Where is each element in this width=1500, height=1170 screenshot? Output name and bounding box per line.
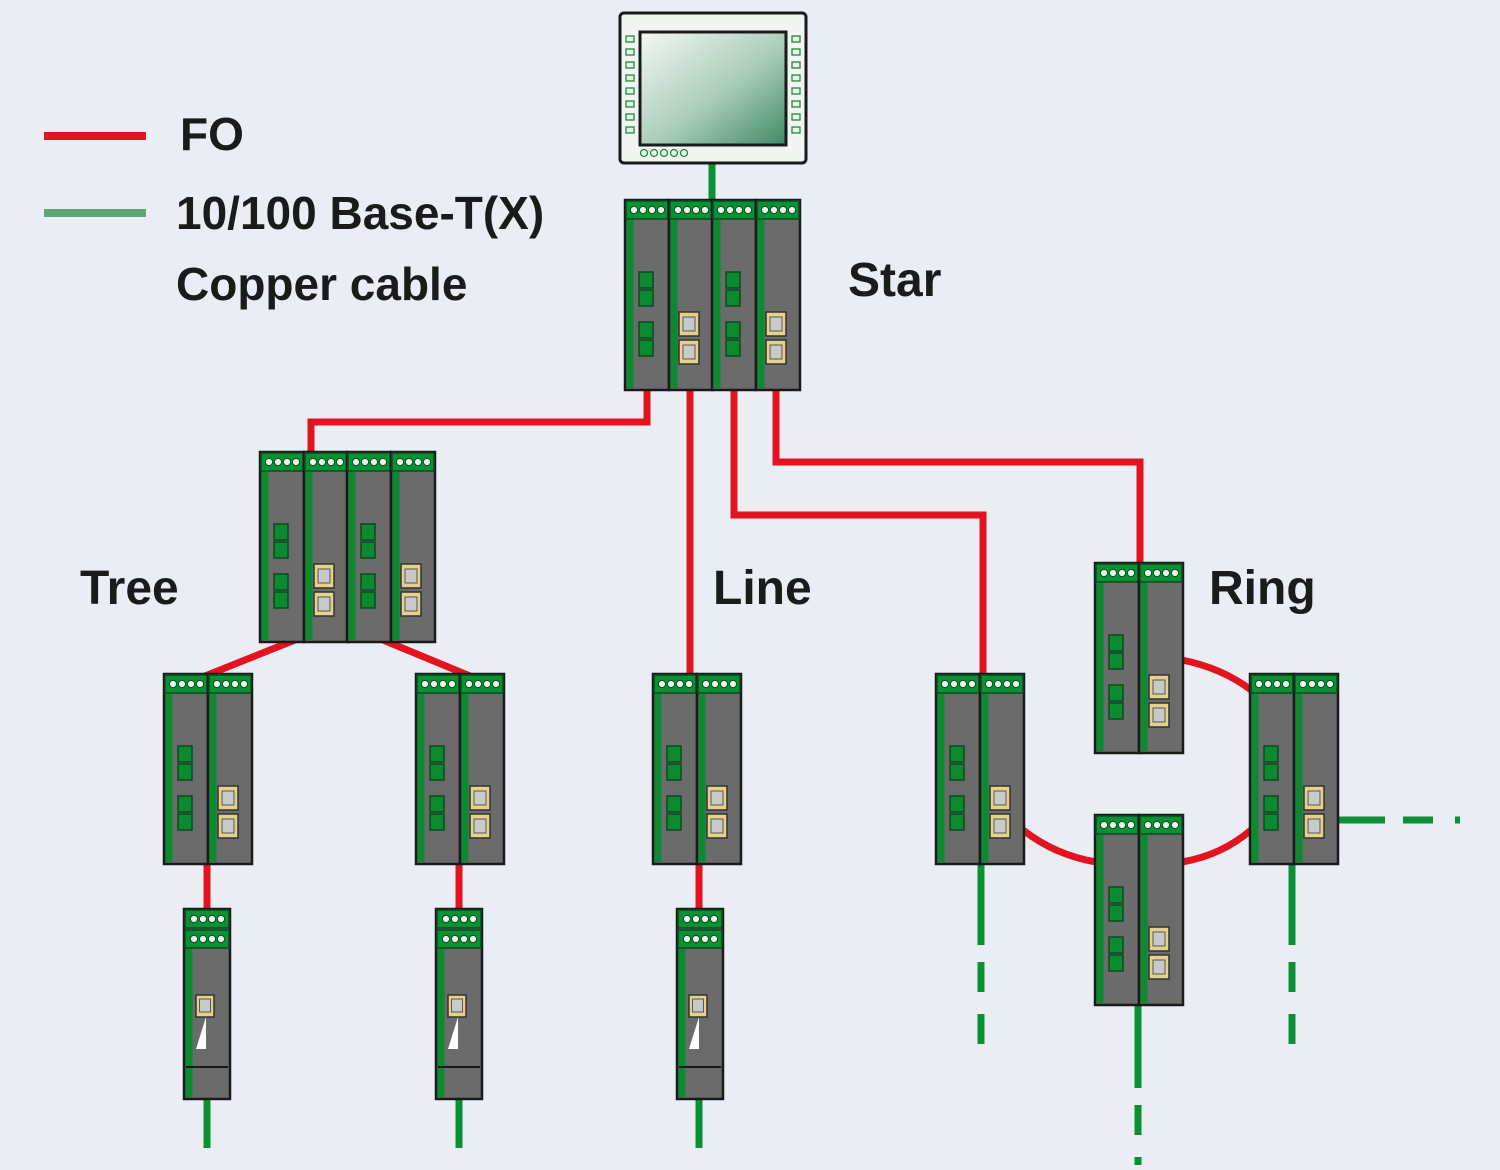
switch-module-icon xyxy=(416,674,504,864)
switch-module-icon xyxy=(260,452,348,642)
star-switch xyxy=(625,200,800,390)
switch-module-icon xyxy=(936,674,1024,864)
legend: FO 10/100 Base-T(X) Copper cable xyxy=(44,108,544,310)
ring-node-bottom xyxy=(1095,815,1183,1005)
fo-cables xyxy=(203,388,1254,912)
switch-module-icon xyxy=(164,674,252,864)
legend-copper-label-line2: Copper cable xyxy=(176,258,467,310)
topology-label-star: Star xyxy=(848,254,941,307)
switch-module-icon xyxy=(653,674,741,864)
ring-node-left xyxy=(936,674,1024,864)
switch-module-icon xyxy=(1095,563,1183,753)
legend-copper-label-line1: 10/100 Base-T(X) xyxy=(176,187,544,239)
switch-module-icon xyxy=(347,452,435,642)
switch-module-icon xyxy=(1095,815,1183,1005)
switch-module-icon xyxy=(625,200,713,390)
media-converter-icon xyxy=(675,907,725,1101)
topology-label-line: Line xyxy=(713,562,812,615)
media-converter-icon xyxy=(434,907,484,1101)
topology-label-ring: Ring xyxy=(1209,562,1316,615)
legend-fo-label: FO xyxy=(180,108,244,160)
tree-root-switch xyxy=(260,452,435,642)
media-converters xyxy=(182,907,725,1101)
switch-module-icon xyxy=(712,200,800,390)
ring-node-top xyxy=(1095,563,1183,753)
ring-node-right xyxy=(1250,674,1338,864)
topology-label-tree: Tree xyxy=(80,562,179,615)
media-converter-icon xyxy=(182,907,232,1101)
hmi-panel-icon xyxy=(618,11,808,165)
tree-branch-right-switch xyxy=(416,674,504,864)
tree-branch-left-switch xyxy=(164,674,252,864)
switch-module-icon xyxy=(1250,674,1338,864)
line-switch xyxy=(653,674,741,864)
copper-cables xyxy=(203,163,1460,1165)
